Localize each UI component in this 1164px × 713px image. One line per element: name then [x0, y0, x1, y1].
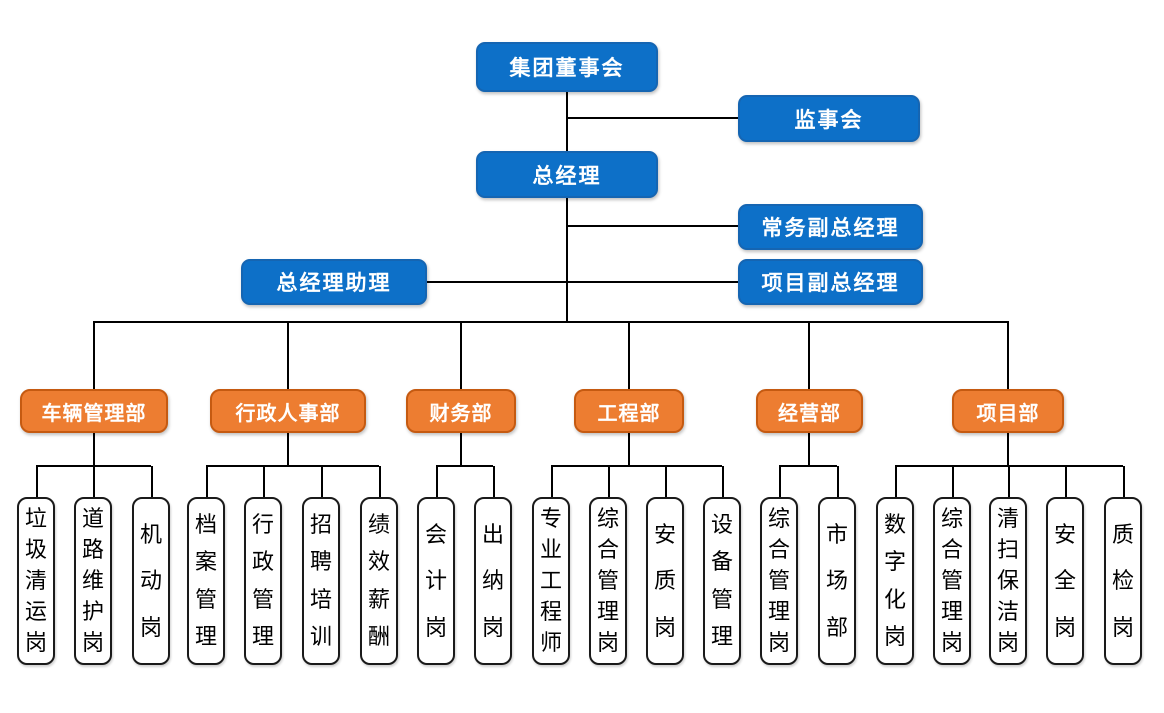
position-box: 设备管理: [703, 497, 741, 665]
position-box: 市场部: [818, 497, 856, 665]
node-executive-deputy-gm: 常务副总经理: [738, 204, 923, 250]
position-box: 垃圾清运岗: [17, 497, 55, 665]
position-box: 综合管理岗: [760, 497, 798, 665]
dept-project: 项目部: [952, 389, 1064, 433]
position-box: 绩效薪酬: [360, 497, 398, 665]
connector-line: [206, 465, 379, 467]
position-box: 招聘培训: [302, 497, 340, 665]
connector-line: [93, 321, 1009, 323]
connector-line: [779, 466, 781, 497]
connector-line: [493, 466, 495, 497]
position-label: 会计岗: [424, 521, 447, 640]
position-label: 出纳岗: [481, 521, 504, 640]
connector-line: [566, 92, 568, 322]
position-label: 绩效薪酬: [367, 512, 390, 649]
position-label: 质检岗: [1111, 521, 1134, 640]
connector-line: [551, 466, 553, 497]
node-board-of-directors: 集团董事会: [476, 42, 658, 92]
position-label: 安质岗: [653, 521, 676, 640]
connector-line: [567, 225, 738, 227]
position-label: 清扫保洁岗: [996, 506, 1019, 655]
position-label: 招聘培训: [309, 512, 332, 649]
position-label: 综合管理岗: [940, 506, 963, 655]
position-box: 安全岗: [1046, 497, 1084, 665]
connector-line: [93, 322, 95, 389]
connector-line: [895, 466, 897, 497]
dept-finance: 财务部: [406, 389, 516, 433]
position-label: 数字化岗: [883, 512, 906, 649]
position-label: 行政管理: [251, 512, 274, 649]
connector-line: [1123, 466, 1125, 497]
connector-line: [436, 466, 438, 497]
connector-line: [665, 466, 667, 497]
connector-line: [808, 322, 810, 389]
connector-line: [779, 465, 837, 467]
position-box: 出纳岗: [474, 497, 512, 665]
connector-line: [608, 466, 610, 497]
position-box: 清扫保洁岗: [989, 497, 1027, 665]
node-project-deputy-gm: 项目副总经理: [738, 259, 923, 305]
position-label: 市场部: [825, 521, 848, 640]
connector-line: [460, 322, 462, 389]
connector-line: [895, 465, 1123, 467]
connector-line: [287, 433, 289, 466]
node-supervisory-board: 监事会: [738, 95, 920, 142]
position-label: 安全岗: [1053, 521, 1076, 640]
connector-line: [460, 433, 462, 466]
connector-line: [1007, 322, 1009, 389]
node-gm-assistant: 总经理助理: [241, 259, 427, 305]
position-label: 综合管理岗: [767, 506, 790, 655]
connector-line: [93, 466, 95, 497]
connector-line: [36, 466, 38, 497]
position-label: 道路维护岗: [81, 506, 104, 655]
connector-line: [1008, 466, 1010, 497]
position-box: 道路维护岗: [74, 497, 112, 665]
position-box: 专业工程师: [532, 497, 570, 665]
connector-line: [427, 281, 738, 283]
position-label: 专业工程师: [539, 506, 562, 655]
connector-line: [321, 466, 323, 497]
position-label: 设备管理: [710, 512, 733, 649]
position-box: 数字化岗: [876, 497, 914, 665]
connector-line: [93, 433, 95, 466]
connector-line: [722, 466, 724, 497]
connector-line: [808, 433, 810, 466]
connector-line: [628, 433, 630, 466]
position-label: 垃圾清运岗: [24, 506, 47, 655]
dept-vehicle-management: 车辆管理部: [20, 389, 168, 433]
connector-line: [263, 466, 265, 497]
connector-line: [1065, 466, 1067, 497]
dept-engineering: 工程部: [574, 389, 684, 433]
connector-line: [837, 466, 839, 497]
position-label: 综合管理岗: [596, 506, 619, 655]
connector-line: [551, 465, 722, 467]
position-box: 行政管理: [244, 497, 282, 665]
position-label: 档案管理: [194, 512, 217, 649]
position-box: 会计岗: [417, 497, 455, 665]
connector-line: [287, 322, 289, 389]
connector-line: [151, 466, 153, 497]
connector-line: [952, 466, 954, 497]
connector-line: [628, 322, 630, 389]
connector-line: [567, 117, 738, 119]
position-box: 质检岗: [1104, 497, 1142, 665]
position-box: 档案管理: [187, 497, 225, 665]
connector-line: [36, 465, 151, 467]
position-box: 综合管理岗: [589, 497, 627, 665]
position-box: 安质岗: [646, 497, 684, 665]
node-general-manager: 总经理: [476, 151, 658, 198]
position-box: 综合管理岗: [933, 497, 971, 665]
connector-line: [436, 465, 493, 467]
dept-admin-hr: 行政人事部: [210, 389, 366, 433]
dept-operations: 经营部: [756, 389, 863, 433]
connector-line: [379, 466, 381, 497]
position-label: 机动岗: [139, 521, 162, 640]
position-box: 机动岗: [132, 497, 170, 665]
connector-line: [1007, 433, 1009, 466]
connector-line: [206, 466, 208, 497]
